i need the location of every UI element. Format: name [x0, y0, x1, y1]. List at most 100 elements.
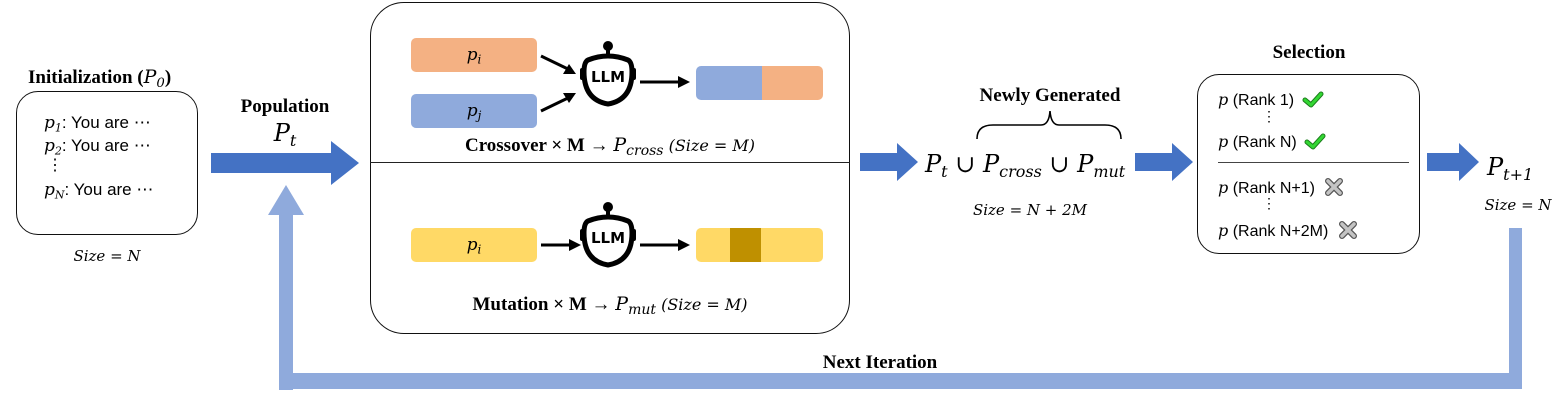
- rank-text: (Rank N+2M): [1228, 223, 1329, 240]
- crossover-caption: Crossover × M → Pcross (Size = M): [370, 134, 850, 159]
- arrowhead-icon: [563, 64, 576, 74]
- union-term-pcross-sub: cross: [999, 161, 1042, 181]
- mutation-parent-i: pi: [411, 228, 537, 262]
- crossover-output-arrow: [640, 76, 690, 88]
- mutation-output-arrow: [640, 239, 690, 251]
- init-item-1: p1: You are ⋯: [44, 113, 151, 134]
- parent-symbol: p: [466, 235, 478, 255]
- union-operator: ∪: [1041, 150, 1078, 178]
- union-size-label: Size = N + 2M: [972, 201, 1088, 219]
- to-selection-arrow-icon: [1135, 143, 1193, 181]
- init-title-close: ): [164, 67, 172, 88]
- next-iteration-label: Next Iteration: [822, 352, 938, 373]
- union-term-pt-sub: t: [941, 161, 948, 181]
- init-item-2: p2: You are ⋯: [44, 136, 151, 157]
- mutation-caption: Mutation × M → Pmut (Size = M): [370, 293, 850, 318]
- arrowhead-icon: [569, 239, 581, 251]
- caption-subscript: cross: [626, 143, 664, 160]
- union-expression: Pt ∪ Pcross ∪ Pmut: [925, 150, 1125, 181]
- union-term-pmut-sub: mut: [1093, 161, 1126, 181]
- init-size-label: Size = N: [73, 247, 141, 265]
- next-iteration-loop-arrow: [268, 185, 1522, 390]
- parent-index: i: [477, 242, 482, 257]
- to-union-arrow-icon: [860, 143, 918, 181]
- offspring-part-from-pi: [762, 66, 823, 100]
- prompt-index: N: [54, 188, 65, 202]
- prompt-symbol: p: [44, 136, 55, 156]
- selection-kept-ellipsis: ⋮: [1262, 108, 1276, 124]
- union-operator: ∪: [947, 150, 983, 178]
- arrowhead-icon: [563, 93, 576, 103]
- arrowhead-icon: [678, 239, 690, 251]
- population-arrow-icon: [211, 141, 359, 185]
- mutated-segment: [730, 228, 761, 262]
- init-title-symbol: P0: [143, 66, 165, 91]
- rank-text: (Rank 1): [1228, 92, 1295, 109]
- init-title-text: Initialization (: [28, 67, 144, 88]
- selection-dropped-rank-n-plus-1: p (Rank N+1): [1218, 175, 1344, 198]
- prompt-index: 1: [54, 121, 62, 135]
- caption-size: (Size = M): [663, 136, 756, 155]
- prompt-symbol: p: [1218, 132, 1229, 151]
- to-next-population-arrow-icon: [1427, 143, 1479, 181]
- loop-arrowhead-icon: [268, 185, 304, 228]
- newly-generated-brace-icon: [976, 110, 1122, 140]
- population-symbol: Pt: [273, 119, 297, 150]
- caption-operation: Crossover × M →: [464, 135, 614, 156]
- prompt-symbol: p: [1218, 221, 1229, 240]
- caption-subscript: mut: [628, 302, 656, 319]
- next-population-symbol: Pt+1: [1487, 153, 1534, 184]
- vertical-ellipsis: ⋮: [47, 157, 63, 174]
- caption-symbol: P: [613, 134, 627, 156]
- crossover-parent-i: pi: [411, 38, 537, 72]
- population-label: Population: [240, 96, 330, 117]
- cross-icon: [1338, 221, 1357, 239]
- crossover-offspring: [696, 66, 823, 100]
- parent-index: i: [477, 52, 482, 67]
- caption-size: (Size = M): [655, 295, 748, 314]
- selection-box: p (Rank 1) ⋮ p (Rank N) p (Rank N+1) ⋮ p…: [1197, 74, 1420, 254]
- caption-symbol: P: [615, 293, 629, 315]
- mutation-input-arrow: [541, 239, 581, 251]
- prompt-index: 2: [54, 144, 62, 158]
- llm-label: LLM: [591, 229, 625, 247]
- llm-label: LLM: [591, 68, 625, 86]
- next-population-size-label: Size = N: [1484, 196, 1552, 214]
- selection-title: Selection: [1272, 42, 1346, 63]
- newly-generated-label: Newly Generated: [979, 85, 1121, 106]
- init-item-n: pN: You are ⋯: [44, 180, 153, 201]
- prompt-symbol: p: [44, 113, 55, 133]
- llm-robot-icon: LLM: [580, 202, 636, 268]
- population-arrow-shape: [211, 141, 359, 185]
- crossover-parent-j: pj: [411, 94, 537, 128]
- prompt-text: : You are ⋯: [61, 113, 151, 132]
- check-icon: [1304, 133, 1326, 150]
- init-ellipsis: ⋮: [47, 155, 63, 175]
- parent-symbol: p: [466, 45, 478, 65]
- prompt-text: : You are ⋯: [64, 180, 154, 199]
- parent-symbol: p: [466, 101, 478, 121]
- selection-dropped-ellipsis: ⋮: [1262, 195, 1276, 211]
- caption-operation: Mutation × M →: [472, 294, 616, 315]
- rank-text: (Rank N): [1228, 134, 1297, 151]
- mutation-offspring: [696, 228, 823, 262]
- prompt-text: : You are ⋯: [61, 136, 151, 155]
- offspring-part-from-pj: [696, 66, 762, 100]
- init-population-box: p1: You are ⋯ p2: You are ⋯ ⋮ pN: You ar…: [16, 91, 198, 235]
- selection-cutoff-divider: [1218, 162, 1409, 164]
- union-term-pt: P: [925, 150, 942, 178]
- llm-robot-icon: LLM: [580, 41, 636, 107]
- rank-text: (Rank N+1): [1228, 180, 1315, 197]
- selection-kept-rank-n: p (Rank N): [1218, 131, 1326, 152]
- loop-right-segment: [1509, 228, 1522, 389]
- operators-divider: [370, 162, 850, 164]
- parent-index: j: [477, 108, 482, 123]
- prompt-symbol: p: [44, 180, 55, 200]
- union-term-pcross: P: [982, 150, 1000, 178]
- cross-icon: [1325, 178, 1344, 196]
- crossover-input-arrows: [540, 54, 576, 113]
- prompt-symbol: p: [1218, 90, 1229, 109]
- prompt-symbol: p: [1218, 178, 1229, 197]
- loop-up-segment: [279, 213, 293, 390]
- arrowhead-icon: [678, 76, 690, 88]
